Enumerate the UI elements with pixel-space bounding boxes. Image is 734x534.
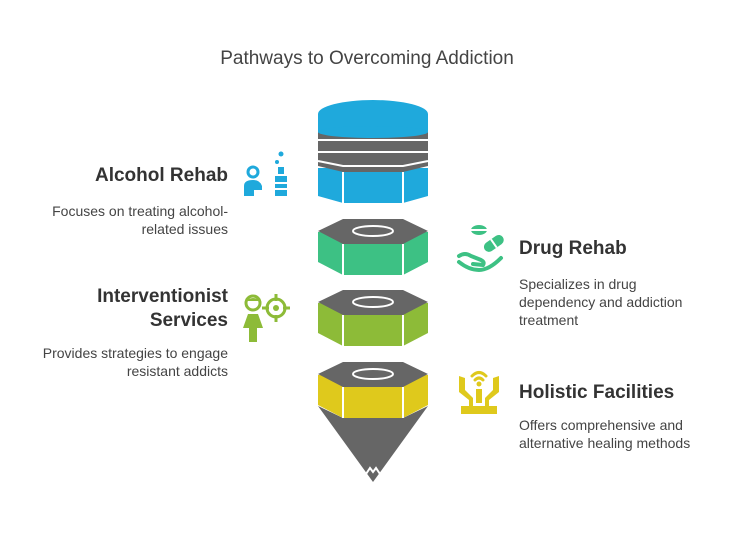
layer-drug-rehab: [318, 219, 428, 275]
drug-rehab-description: Specializes in drug dependency and addic…: [519, 276, 683, 328]
person-bottle-icon: [244, 151, 287, 196]
alcohol-rehab-description: Focuses on treating alcohol- related iss…: [52, 203, 228, 237]
person-target-icon: [243, 294, 290, 342]
layer-alcohol-rehab: [317, 100, 429, 203]
page-title: Pathways to Overcoming Addiction: [220, 48, 514, 69]
interventionist-services-description: Provides strategies to engage resistant …: [42, 345, 228, 379]
layer-interventionist-services: [318, 290, 428, 346]
hand-pill-icon: [457, 225, 504, 272]
holistic-facilities-description: Offers comprehensive and alternative hea…: [519, 417, 691, 451]
layer-holistic-facilities: [318, 362, 428, 482]
holistic-facilities-title: Holistic Facilities: [519, 382, 675, 403]
alcohol-rehab-title: Alcohol Rehab: [94, 165, 228, 186]
wellness-icon: [459, 371, 499, 414]
drug-rehab-title: Drug Rehab: [519, 238, 627, 259]
interventionist-services-title: Interventionist Services: [97, 286, 228, 331]
